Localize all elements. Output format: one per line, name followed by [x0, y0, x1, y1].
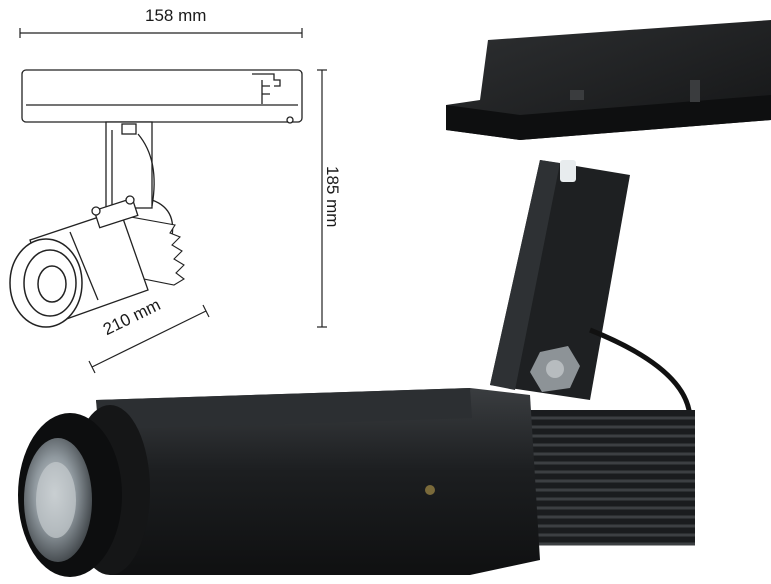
drawing-lens	[9, 238, 83, 328]
lens-assembly	[18, 405, 150, 577]
width-dimension-label: 158 mm	[145, 6, 207, 25]
drawing-stem	[105, 121, 155, 209]
width-dimension-line	[19, 28, 303, 38]
stem-arm	[490, 160, 630, 400]
length-dimension-line	[88, 304, 210, 374]
height-dimension-line	[317, 69, 327, 328]
track-adapter	[446, 20, 771, 140]
projector-body	[96, 388, 540, 575]
drawing-track-adapter	[21, 69, 303, 124]
heat-sink-fins	[520, 410, 695, 546]
hex-bolt	[530, 346, 580, 392]
